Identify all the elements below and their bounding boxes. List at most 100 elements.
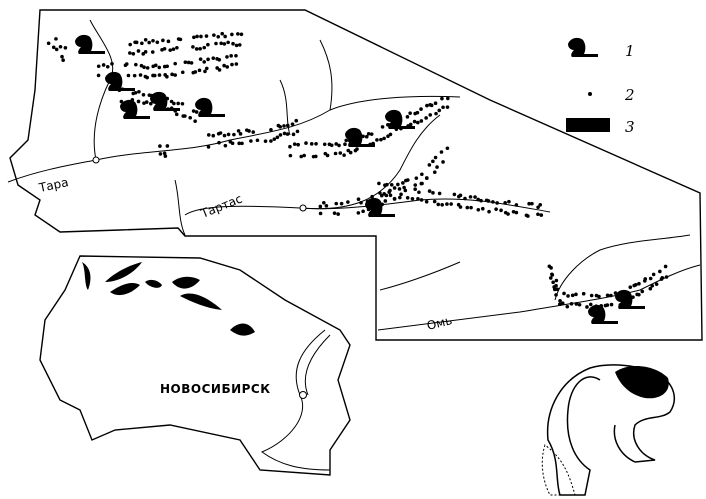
occurrence-dot [230,62,234,67]
occurrence-dot [174,112,179,117]
occurrence-dot [142,101,146,105]
occurrence-dot [633,283,638,287]
occurrence-dot [403,188,408,193]
occurrence-dot [585,305,589,309]
occurrence-dot [194,110,199,114]
occurrence-dot [386,134,390,138]
occurrence-dot [139,63,144,68]
occurrence-dot [433,101,438,106]
occurrence-dot [60,54,64,59]
occurrence-dot [288,153,293,158]
occurrence-dot [150,50,155,54]
occurrence-dot [388,132,393,137]
occurrence-dot [436,202,441,207]
occurrence-dot [332,211,337,215]
occurrence-dot [161,38,165,43]
occurrence-dot [356,197,361,202]
occurrence-dot [405,115,410,119]
occurrence-dot [565,304,570,309]
occurrence-dot [119,99,124,104]
occurrence-dot [384,193,389,198]
occurrence-dot [278,125,282,129]
occurrence-dot [96,73,101,78]
occurrence-dot [589,293,594,298]
occurrence-dot [318,204,323,209]
occurrence-dot [439,150,444,154]
occurrence-dot [188,115,192,120]
occurrence-dot [230,141,235,146]
occurrence-dot [431,159,435,164]
occurrence-dot [166,39,171,44]
occurrence-dot [206,42,210,47]
occurrence-dot [359,200,363,205]
occurrence-dot [165,144,170,148]
occurrence-dot [206,57,210,62]
occurrence-dot [660,276,665,280]
beaver-icon [615,289,645,309]
occurrence-dot [375,138,379,142]
occurrence-dot [555,287,560,292]
occurrence-dot [334,201,339,206]
occurrence-dot [171,47,176,51]
occurrence-dot [314,142,318,146]
occurrence-dot [295,129,300,134]
occurrence-dot [309,142,314,146]
occurrence-dot [170,72,174,77]
occurrence-dot [144,100,149,104]
occurrence-dot [51,45,56,50]
occurrence-dot [337,143,341,148]
occurrence-dot [581,291,586,296]
occurrence-dot [225,55,229,59]
occurrence-dot [527,201,531,206]
occurrence-dot [211,133,216,138]
occurrence-dot [507,199,511,204]
occurrence-dot [427,189,432,193]
occurrence-dot [648,286,653,291]
occurrence-dot [240,141,244,146]
occurrence-dot [413,187,417,192]
occurrence-dot [202,45,207,50]
occurrence-dot [577,302,582,307]
occurrence-dot [230,32,234,37]
occurrence-dot [399,192,403,197]
occurrence-dot [382,136,386,141]
occurrence-dot [392,196,397,201]
occurrence-dot [101,63,106,67]
label-om: Омь [425,313,453,333]
occurrence-dot [554,283,558,288]
occurrence-dot [487,209,491,214]
occurrence-dot [408,111,412,115]
occurrence-dot [318,211,323,216]
occurrence-dot [169,99,174,104]
occurrence-dot [222,42,227,46]
occurrence-dot [554,293,558,297]
occurrence-dot [153,63,158,68]
label-tara: Тара [37,175,70,195]
occurrence-dot [628,285,633,289]
occurrence-dot [437,108,442,113]
occurrence-dot [217,57,222,62]
occurrence-dot [551,280,555,285]
occurrence-dot [206,145,211,149]
occurrence-dot [54,47,59,52]
occurrence-dot [401,181,405,185]
occurrence-dot [458,193,463,198]
occurrence-dot [405,195,410,200]
occurrence-dot [469,205,473,210]
occurrence-dot [449,202,453,206]
occurrence-dot [379,137,383,142]
occurrence-dot [385,182,389,187]
occurrence-dot [206,133,211,137]
occurrence-dot [302,153,306,158]
occurrence-dot [282,124,286,128]
occurrence-dot [155,40,160,45]
occurrence-dot [440,96,444,101]
occurrence-dot [499,208,503,213]
occurrence-dot [322,200,326,205]
occurrence-dot [476,197,480,202]
occurrence-dot [427,163,432,167]
occurrence-dot [609,293,613,298]
occurrence-dot [133,91,138,95]
occurrence-dot [402,185,406,190]
occurrence-dot [180,101,185,106]
